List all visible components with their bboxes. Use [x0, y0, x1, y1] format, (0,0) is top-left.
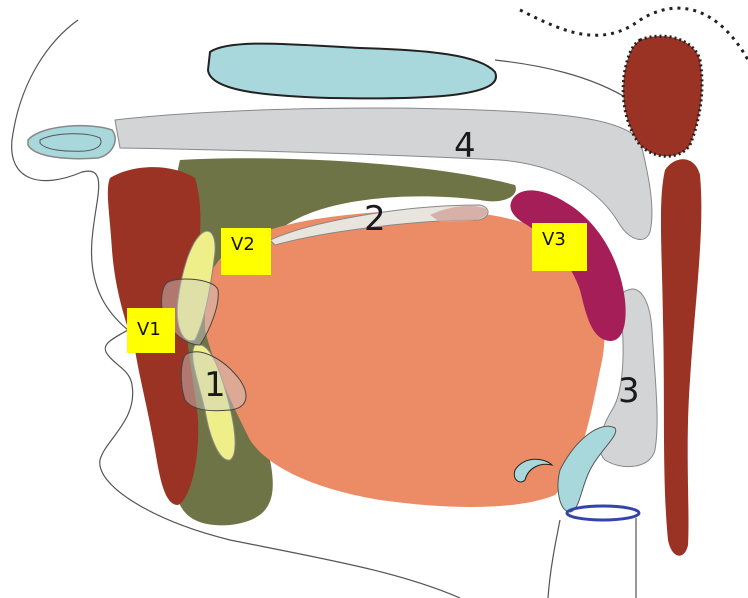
nasal-vestibule-pad	[28, 126, 115, 159]
tag-v2: V2	[221, 228, 271, 275]
label-2: 2	[364, 199, 386, 239]
tag-v2-label: V2	[231, 234, 255, 255]
pharynx-column	[661, 159, 701, 555]
tag-v1-label: V1	[137, 319, 161, 340]
label-4: 4	[454, 126, 476, 166]
tag-v1: V1	[127, 308, 175, 353]
tag-v3: V3	[532, 223, 587, 271]
label-1: 1	[204, 365, 226, 405]
label-3: 3	[618, 371, 640, 411]
vocal-cord-ring	[567, 506, 639, 520]
nasal-roof-line	[495, 60, 630, 100]
tag-v3-label: V3	[542, 229, 566, 250]
trachea-line-left	[548, 520, 560, 598]
nasal-turbinate	[208, 44, 496, 99]
